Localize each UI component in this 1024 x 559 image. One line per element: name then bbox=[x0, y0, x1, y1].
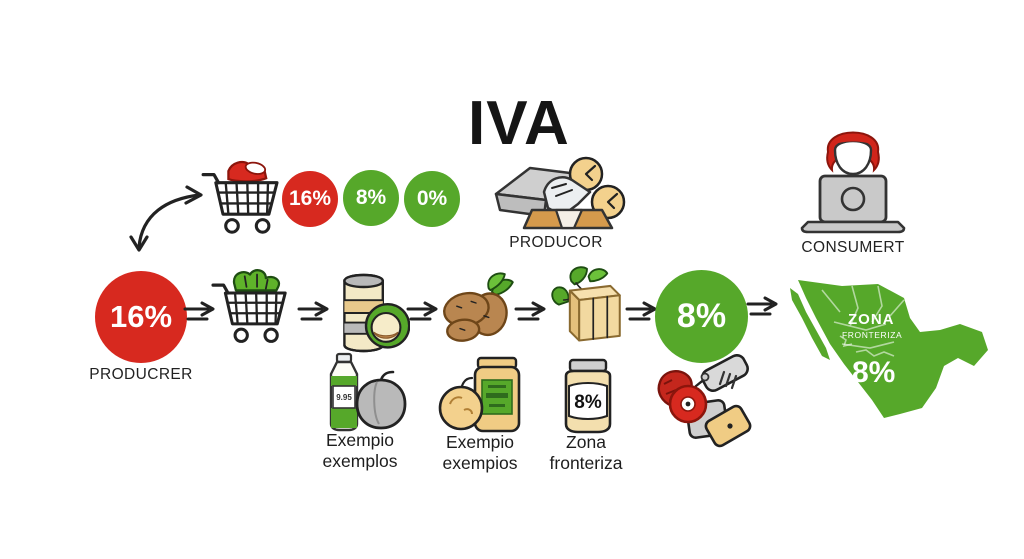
bottle-apple-caption: Exempio exemplos bbox=[300, 430, 420, 472]
bottle-apple-caption-line2: exemplos bbox=[322, 451, 398, 471]
cart-shoe-icon bbox=[196, 152, 286, 244]
jar-fruit-caption-line2: exempios bbox=[442, 453, 518, 473]
potatoes-icon bbox=[436, 270, 516, 352]
producer-rate-circle: 16% bbox=[95, 271, 187, 363]
page-title: IVA bbox=[468, 89, 570, 158]
map-fronteriza-text: FRONTERIZA bbox=[842, 330, 902, 340]
flow-arrow-icon bbox=[514, 301, 550, 325]
producer-rate-label: 16% bbox=[109, 299, 173, 334]
flow-arrow-icon bbox=[297, 301, 333, 325]
flow-arrow-icon bbox=[406, 301, 442, 325]
consumer-laptop-icon bbox=[798, 116, 908, 236]
border-jar-icon: 8% bbox=[556, 358, 620, 434]
consumer-label: CONSUMERT bbox=[801, 239, 905, 256]
bottle-price-text: 9.95 bbox=[336, 393, 352, 402]
border-jar-caption-line2: fronteriza bbox=[549, 453, 623, 473]
map-rate-text: 8% bbox=[852, 356, 895, 389]
price-tags-icon bbox=[650, 354, 754, 452]
border-jar-caption: Zona fronteriza bbox=[526, 432, 646, 474]
rate-badge-16: 16% bbox=[282, 171, 338, 227]
rate-badge-8: 8% bbox=[343, 170, 399, 226]
bottle-apple-icon: 9.95 bbox=[315, 352, 417, 432]
curved-arrow-icon bbox=[125, 158, 215, 260]
rate-badge-16-label: 16% bbox=[288, 187, 332, 210]
producer-boxes-icon bbox=[486, 152, 626, 232]
producer-chain-label: PRODUCRER bbox=[89, 366, 193, 383]
bottle-apple-caption-line1: Exempio bbox=[325, 430, 395, 450]
flow-arrow-icon bbox=[746, 296, 782, 320]
rate-badge-0-label: 0% bbox=[416, 187, 448, 210]
jar-fruit-icon bbox=[438, 356, 526, 434]
flow-arrow-icon bbox=[183, 301, 219, 325]
jar-fruit-caption-line1: Exempio bbox=[445, 432, 515, 452]
reduced-rate-label: 8% bbox=[676, 297, 727, 335]
rate-badge-0: 0% bbox=[404, 171, 460, 227]
rate-badge-8-label: 8% bbox=[355, 186, 387, 209]
mexico-map: ZONA FRONTERIZA 8% bbox=[782, 260, 994, 428]
border-jar-caption-line1: Zona bbox=[566, 432, 606, 452]
map-zona-text: ZONA bbox=[848, 311, 895, 328]
border-jar-rate-text: 8% bbox=[574, 392, 602, 413]
reduced-rate-circle: 8% bbox=[655, 270, 748, 363]
produce-crate-icon bbox=[548, 264, 626, 350]
jar-fruit-caption: Exempio exempios bbox=[420, 432, 540, 474]
producer-label: PRODUCOR bbox=[509, 234, 603, 251]
canned-goods-icon bbox=[330, 268, 410, 358]
cart-vegetables-icon bbox=[206, 262, 294, 354]
